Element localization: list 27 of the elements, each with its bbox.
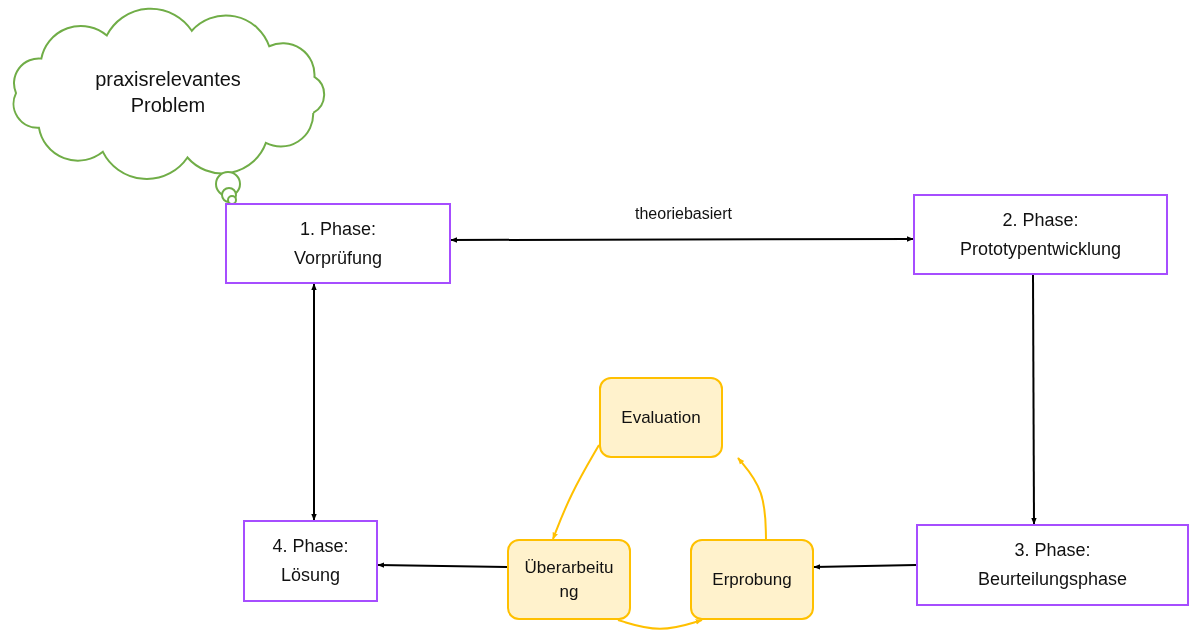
box-label: Evaluation (621, 406, 701, 429)
box-label: 2. Phase: (1002, 208, 1079, 232)
cycle-step-box (507, 539, 631, 620)
box-label: 1. Phase: (299, 217, 377, 241)
box-label: Erprobung (712, 568, 792, 591)
cycle-step-box (599, 377, 723, 458)
phase-box (916, 524, 1189, 606)
box-label: 4. Phase: (272, 535, 349, 559)
box-label: 3. Phase: (1014, 539, 1091, 563)
arrow (813, 564, 917, 570)
box-label: Beurteilungsphase (977, 568, 1128, 591)
box-label: Prototypentwicklung (959, 237, 1122, 261)
arrow (617, 619, 703, 630)
phase-box (225, 203, 451, 284)
phase-box (913, 194, 1168, 275)
arrow (450, 236, 914, 243)
cycle-step-box (690, 539, 814, 620)
arrow (552, 444, 600, 540)
arrow (1031, 274, 1037, 525)
arrow (311, 283, 317, 521)
box-label: Vorprüfung (293, 246, 383, 270)
box-label: praxisrelevantes Problem (94, 67, 242, 118)
arrow (737, 457, 767, 540)
phase-box (243, 520, 378, 602)
arrow (377, 562, 508, 568)
box-label: Lösung (280, 564, 341, 587)
box-label: Überarbeitung (523, 556, 615, 603)
